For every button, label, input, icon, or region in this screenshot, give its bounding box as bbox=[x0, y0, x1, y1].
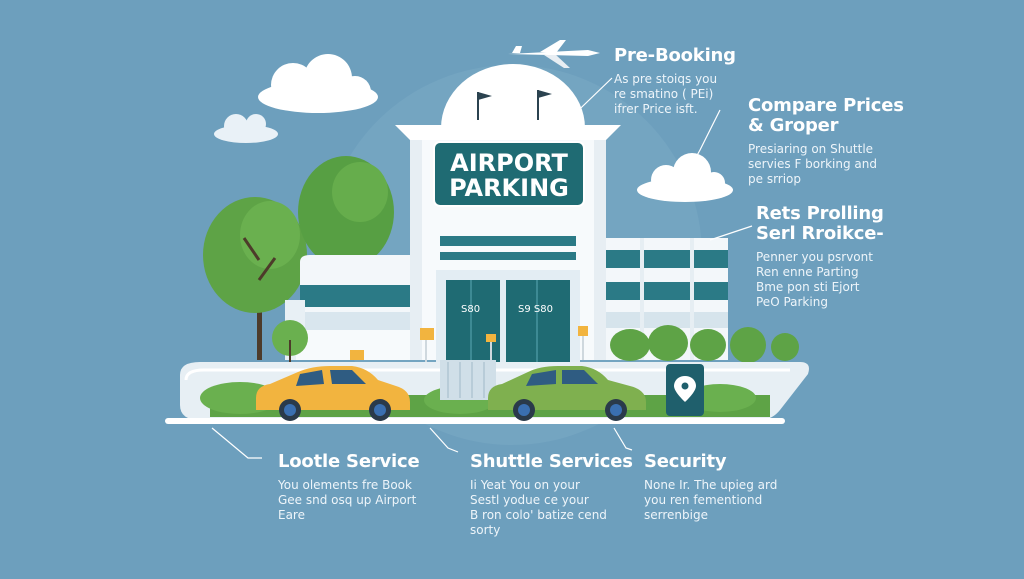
callout-line: Presiaring on Shuttle bbox=[748, 142, 874, 156]
callout-shuttle-services: Shuttle Services Ii Yeat You on your Ses… bbox=[470, 452, 650, 538]
parking-sign-icon bbox=[350, 326, 588, 362]
callout-security: Security None Ir. The upieg ard you ren … bbox=[644, 452, 814, 523]
callout-line: PeO Parking bbox=[756, 295, 828, 309]
callout-title: Lootle Service bbox=[278, 451, 420, 472]
callout-line: As pre stoiqs you bbox=[614, 72, 718, 86]
callout-line: sorty bbox=[470, 523, 501, 537]
callout-line: re smatino ( PEi) bbox=[614, 87, 714, 101]
callout-line: Sestl yodue ce your bbox=[470, 493, 589, 507]
flag-icon bbox=[538, 90, 552, 98]
callout-line: None Ir. The upieg ard bbox=[644, 478, 778, 492]
callout-lootle-service: Lootle Service You olements fre Book Gee… bbox=[278, 452, 458, 523]
callout-line: Eare bbox=[278, 508, 305, 522]
callout-connectors bbox=[211, 77, 753, 459]
callout-body: Presiaring on Shuttle servies F borking … bbox=[748, 142, 948, 187]
callout-title-line: & Groper bbox=[748, 115, 839, 136]
callout-body: Ii Yeat You on your Sestl yodue ce your … bbox=[470, 478, 650, 538]
door-label-right: S9 S80 bbox=[518, 304, 553, 315]
callout-compare-prices: Compare Prices & Groper Presiaring on Sh… bbox=[748, 96, 948, 187]
callout-line: you ren fementiond bbox=[644, 493, 763, 507]
callout-title-line: Rets Prolling bbox=[756, 203, 884, 224]
callout-line: Ii Yeat You on your bbox=[470, 478, 580, 492]
tree-icon bbox=[272, 320, 308, 362]
road-line bbox=[165, 418, 785, 424]
callout-body: None Ir. The upieg ard you ren femention… bbox=[644, 478, 814, 523]
callout-line: Ren enne Parting bbox=[756, 265, 859, 279]
airport-parking-sign: AIRPORT PARKING bbox=[433, 141, 585, 207]
callout-title: Shuttle Services bbox=[470, 451, 633, 472]
callout-body: Penner you psrvont Ren enne Parting Bme … bbox=[756, 250, 956, 310]
car-icon bbox=[256, 366, 410, 421]
airplane-icon bbox=[508, 40, 600, 68]
callout-line: You olements fre Book bbox=[278, 478, 412, 492]
cloud-icon bbox=[258, 54, 378, 113]
callout-line: pe srriop bbox=[748, 172, 802, 186]
callout-title-line: Compare Prices bbox=[748, 95, 904, 116]
bush-row bbox=[610, 325, 799, 363]
tree-icon bbox=[203, 197, 307, 360]
cloud-icon bbox=[637, 153, 733, 202]
car-icon bbox=[488, 366, 646, 421]
terminal-left-wing bbox=[285, 255, 420, 360]
callout-line: Penner you psrvont bbox=[756, 250, 873, 264]
callout-body: As pre stoiqs you re smatino ( PEi) ifre… bbox=[614, 72, 764, 117]
cloud-icon bbox=[214, 114, 278, 143]
callout-line: B ron colo' batize cend bbox=[470, 508, 607, 522]
terminal-dome bbox=[441, 64, 585, 128]
callout-line: ifrer Price isft. bbox=[614, 102, 698, 116]
callout-line: servies F borking and bbox=[748, 157, 877, 171]
callout-line: Bme pon sti Ejort bbox=[756, 280, 860, 294]
sign-line-2: PARKING bbox=[449, 174, 569, 202]
callout-line: serrenbige bbox=[644, 508, 708, 522]
callout-line: Gee snd osq up Airport bbox=[278, 493, 417, 507]
location-pin-icon bbox=[666, 364, 704, 416]
callout-rets-prolling: Rets Prolling Serl Rroikce- Penner you p… bbox=[756, 204, 956, 310]
callout-title-line: Serl Rroikce- bbox=[756, 223, 884, 244]
callout-pre-booking: Pre-Booking As pre stoiqs you re smatino… bbox=[614, 46, 764, 117]
door-label-left: S80 bbox=[461, 304, 480, 315]
flag-icon bbox=[478, 92, 492, 100]
callout-title: Pre-Booking bbox=[614, 45, 736, 66]
callout-title: Security bbox=[644, 451, 727, 472]
callout-body: You olements fre Book Gee snd osq up Air… bbox=[278, 478, 458, 523]
sign-line-1: AIRPORT bbox=[450, 149, 568, 177]
